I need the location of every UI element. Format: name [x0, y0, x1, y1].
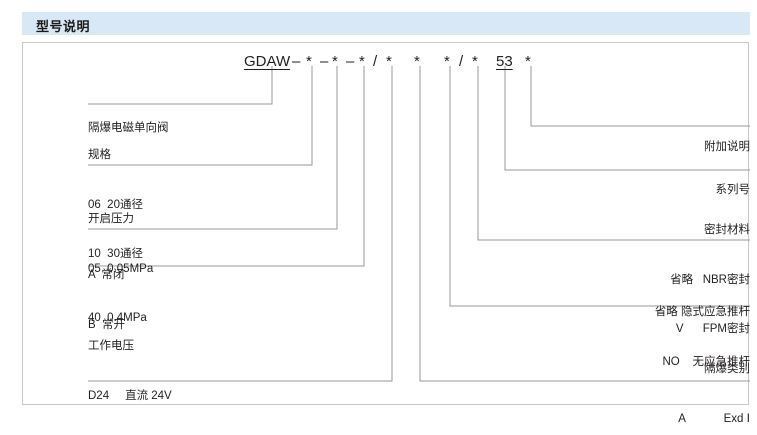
label-working-voltage: 工作电压 D24 直流 24V B127 交流127V 本整 B220 交流 2…: [88, 340, 172, 402]
code-segment-star-2: *: [332, 53, 338, 70]
label-sealing-material: 密封材料 省略 NBR密封 V FPM密封: [670, 224, 750, 335]
code-segment-53: 53: [496, 53, 513, 70]
code-segment-dash-3: –: [346, 53, 355, 70]
label-series-number: 系列号: [715, 184, 751, 196]
page-title: 型号说明: [36, 20, 91, 35]
label-emergency-push-rod: 省略 隐式应急推杆 NO 无应急推杆: [654, 306, 750, 368]
label-specification: 规格 06 20通径 10 30通径: [88, 149, 143, 260]
code-segment-gdaw: GDAW: [244, 53, 291, 70]
label-opening-pressure: 开启压力 05 0.05MPa 40 0.4MPa: [88, 213, 154, 324]
code-segment-slash-2: /: [459, 53, 464, 70]
code-segment-star-4: *: [386, 53, 392, 70]
code-segment-slash-1: /: [373, 53, 378, 70]
code-segment-star-7: *: [472, 53, 478, 70]
code-segment-star-6: *: [444, 53, 450, 70]
label-product-name: 隔爆电磁单向阀: [88, 122, 169, 134]
code-segment-dash-1: –: [292, 53, 301, 70]
section-header-bar: [22, 12, 750, 35]
code-segment-dash-2: –: [320, 53, 329, 70]
code-segment-star-3: *: [359, 53, 365, 70]
code-segment-star-5: *: [414, 53, 420, 70]
label-explosion-proof-class: 隔爆类别 A Exd Ⅰ C Exd ⅡC T4: [678, 363, 750, 425]
label-valve-state: A 常闭 B 常开: [88, 269, 126, 331]
code-segment-star-8: *: [525, 53, 531, 70]
label-additional-note: 附加说明: [704, 141, 750, 153]
code-segment-star-1: *: [306, 53, 312, 70]
